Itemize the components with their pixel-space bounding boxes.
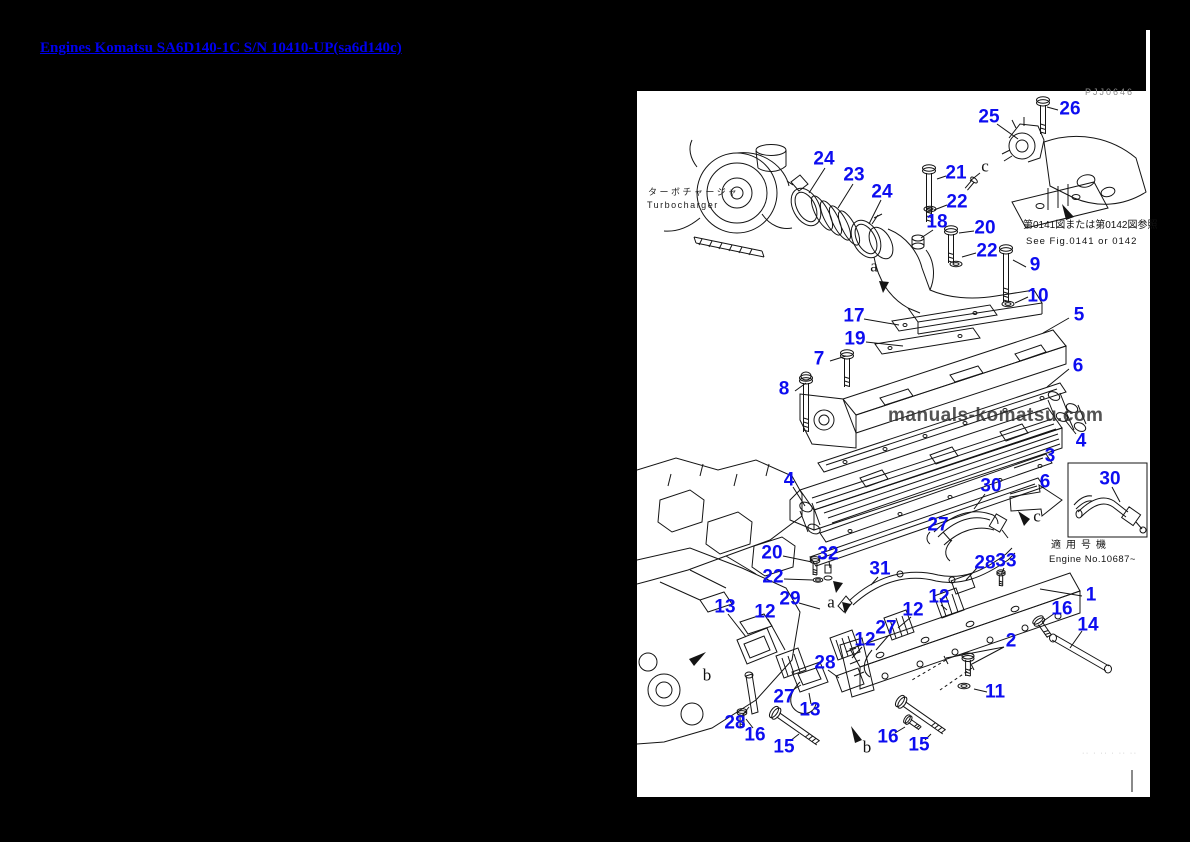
page-title-link[interactable]: Engines Komatsu SA6D140-1C S/N 10410-UP(… xyxy=(40,40,402,56)
ref-letter-a: a xyxy=(870,256,878,276)
callout-2: 2 xyxy=(1005,630,1017,652)
callout-22: 22 xyxy=(762,566,784,588)
note-turbo-label-en: Turbocharger xyxy=(647,200,719,210)
callout-4: 4 xyxy=(1075,430,1087,452)
callout-16: 16 xyxy=(877,726,899,748)
callout-28: 28 xyxy=(724,712,746,734)
manifold-cover-drawing xyxy=(800,330,1066,448)
callout-17: 17 xyxy=(843,305,865,327)
callout-13: 13 xyxy=(714,596,736,618)
callout-21: 21 xyxy=(945,162,967,184)
callout-29: 29 xyxy=(779,588,801,610)
ref-letter-c: c xyxy=(1033,506,1041,526)
callout-11: 11 xyxy=(984,681,1006,703)
tubes-4-drawing xyxy=(798,390,1087,536)
callout-13: 13 xyxy=(799,699,821,721)
ref-letter-b: b xyxy=(862,737,872,757)
lower-manifold-drawing xyxy=(840,573,1080,697)
callout-15: 15 xyxy=(773,736,795,758)
gasket-plates-drawing xyxy=(875,305,997,354)
note-see-fig-en: See Fig.0141 or 0142 xyxy=(1026,236,1138,247)
callout-31: 31 xyxy=(869,558,891,580)
callout-26: 26 xyxy=(1059,98,1081,120)
note-fig-code: PJJ0646 xyxy=(1085,87,1135,97)
injection-pipes-drawing xyxy=(927,512,1008,561)
parts-diagram xyxy=(637,96,1150,797)
document-page: PJJ0646 ターボチャージャ Turbocharger 第0141図または第014… xyxy=(637,30,1158,797)
callout-16: 16 xyxy=(744,724,766,746)
callout-27: 27 xyxy=(875,617,897,639)
callout-16: 16 xyxy=(1051,598,1073,620)
callout-24: 24 xyxy=(871,181,893,203)
callout-9: 9 xyxy=(1029,254,1041,276)
callout-30: 30 xyxy=(980,475,1002,497)
connectors-drawing xyxy=(737,574,975,714)
callout-4: 4 xyxy=(783,469,795,491)
callout-23: 23 xyxy=(843,164,865,186)
callout-7: 7 xyxy=(813,348,825,370)
redacted-header-band xyxy=(637,30,1146,91)
mount-bracket-drawing xyxy=(963,117,1146,228)
callout-3: 3 xyxy=(1044,445,1056,467)
callout-1: 1 xyxy=(1085,584,1097,606)
callout-12: 12 xyxy=(928,586,950,608)
callout-14: 14 xyxy=(1077,614,1099,636)
callout-12: 12 xyxy=(902,599,924,621)
callout-18: 18 xyxy=(926,211,948,233)
callout-12: 12 xyxy=(754,601,776,623)
cylinder-head-drawing xyxy=(637,458,802,744)
manifold-body-drawing xyxy=(790,408,1062,530)
callout-28: 28 xyxy=(814,652,836,674)
callout-22: 22 xyxy=(946,191,968,213)
callout-6: 6 xyxy=(1039,471,1051,493)
callout-33: 33 xyxy=(995,550,1017,572)
callout-24: 24 xyxy=(813,148,835,170)
gasket-3-drawing xyxy=(820,454,1052,542)
leader-lines xyxy=(728,107,1082,741)
callout-5: 5 xyxy=(1073,304,1085,326)
callout-22: 22 xyxy=(976,240,998,262)
ref-letter-b: b xyxy=(702,665,712,685)
turbocharger-drawing xyxy=(664,140,792,257)
callout-25: 25 xyxy=(978,106,1000,128)
callout-19: 19 xyxy=(844,328,866,350)
callout-27: 27 xyxy=(927,514,949,536)
callout-28: 28 xyxy=(974,552,996,574)
callout-6: 6 xyxy=(1072,355,1084,377)
note-footer-marks: ·· · ·· · ·· ·· xyxy=(1082,750,1138,757)
callout-15: 15 xyxy=(908,734,930,756)
note-see-fig-jp: 第0141図または第0142図参照 xyxy=(1023,220,1158,231)
inset-box-drawing xyxy=(1068,463,1147,537)
hose-and-clamps-drawing xyxy=(785,175,887,263)
callout-10: 10 xyxy=(1027,285,1049,307)
harness-drawing xyxy=(824,548,1015,612)
note-applicable-engine-no: Engine No.10687~ xyxy=(1049,554,1136,565)
ref-letter-c: c xyxy=(981,156,989,176)
callout-32: 32 xyxy=(817,543,839,565)
note-applicable-jp: 適用号機 xyxy=(1051,540,1111,551)
callout-20: 20 xyxy=(761,542,783,564)
callout-27: 27 xyxy=(773,686,795,708)
note-watermark: manuals-komatsu.com xyxy=(888,405,1104,426)
pointer-arrows xyxy=(689,281,1030,743)
callout-8: 8 xyxy=(778,378,790,400)
ref-letter-a: a xyxy=(827,592,835,612)
intake-elbow-drawing xyxy=(864,223,1042,334)
callout-20: 20 xyxy=(974,217,996,239)
note-turbo-label-jp: ターボチャージャ xyxy=(648,187,740,197)
gasket-6-upper-drawing xyxy=(818,383,1066,472)
fasteners-drawing xyxy=(736,96,1111,749)
callout-12: 12 xyxy=(854,629,876,651)
callout-30: 30 xyxy=(1099,468,1121,490)
open-arrow xyxy=(1010,485,1062,516)
